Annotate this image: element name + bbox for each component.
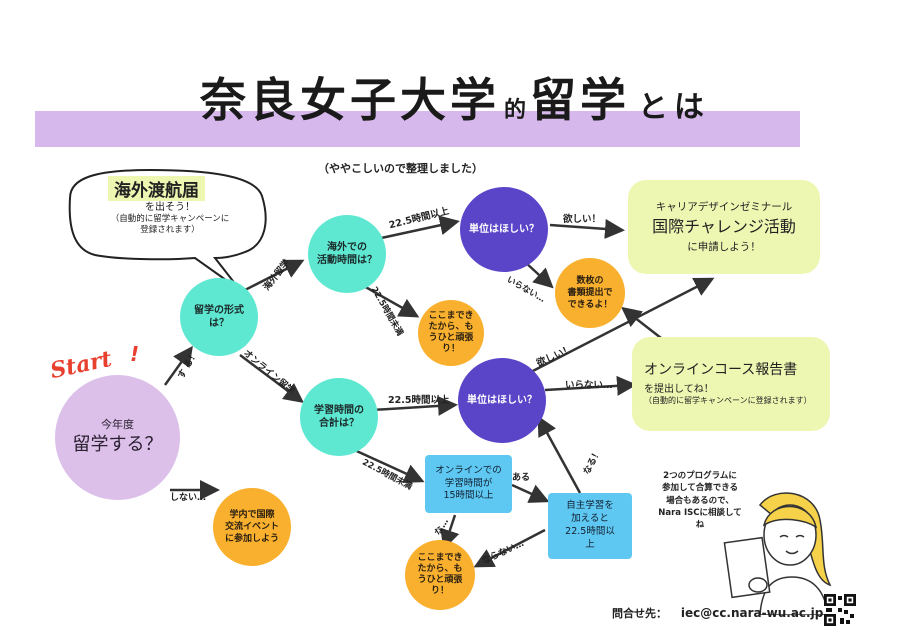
edge-over22-mid: 22.5時間以上 [388,395,450,406]
edge-want-top: 欲しい！ [563,214,602,225]
arrow-naranai [473,528,546,568]
title-small: 的 [504,98,527,123]
edge-aru: ある [512,473,531,483]
node-study-abroad: 今年度 留学する？ [55,375,180,500]
arrow-under22-mid [349,446,425,483]
qr-code-icon [824,594,856,626]
edge-no-mid: いらない… [565,380,613,391]
node-credit-top: 単位はほしい？ [460,187,548,272]
arrow-no-mid [544,375,637,396]
arrow-under22-top [361,283,420,318]
arrow-over22-top [371,215,460,242]
arrow-over22-mid [371,395,458,416]
contact-label: 問合せ先： [612,607,667,620]
title-main: 奈良女子大学 [200,73,500,127]
node-docs: 数枚の 書類提出で できるよ！ [555,258,625,328]
node-overseas-time: 海外での 活動時間は？ [308,215,386,293]
contact: 問合せ先： iec@cc.nara-wu.ac.jp [612,605,823,621]
arrow-naru [537,415,582,494]
page-title: 奈良女子大学 的 留学 とは [200,70,710,130]
arrow-want-mid [524,277,715,377]
arrow-overseas [244,259,305,292]
consult-note: 2つのプログラムに 参加して合算できる 場合もあるので、 Nara ISCに相談… [658,471,742,531]
arrow-online [239,354,304,403]
start-mark: ! [130,342,140,366]
node-study-total: 学習時間の 合計は？ [300,378,378,456]
subtitle: （ややこしいので整理しました） [318,162,483,175]
arrow-want-top [549,218,625,239]
bubble-heading: 海外渡航届 [108,176,205,201]
arrow-aru [511,483,550,503]
girl-illustration [723,492,832,615]
bubble-text: を出そう！ （自動的に留学キャンペーンに 登録されます） [110,202,230,236]
node-online-report: オンラインコース報告書 を提出してね！ （自動的に留学キャンペーンに登録されます… [632,337,830,431]
node-online-15: オンラインでの 学習時間が 15時間以上 [425,455,512,513]
node-campus-event: 学内で国際 交流イベント に参加しよう [213,488,291,566]
node-credit-mid: 単位はほしい？ [458,358,546,443]
title-suffix: とは [638,90,711,125]
node-cheer-top: ここまでき たから、も うひと頑張 り！ [418,300,484,366]
node-self-study: 自主学習を 加えると 22.5時間以 上 [548,493,632,559]
node-career: キャリアデザインゼミナール 国際チャレンジ活動 に申請しよう！ [628,180,820,274]
contact-email[interactable]: iec@cc.nara-wu.ac.jp [680,606,824,620]
node-format: 留学の形式は？ [180,278,258,356]
title-main2: 留学 [530,73,631,127]
node-cheer-bottom: ここまでき たから、も うひと頑張 り！ [405,540,475,610]
arrow-yes [163,345,193,386]
edge-no: しない… [170,493,207,503]
title-band [35,111,800,147]
arrow-no-top [524,261,554,289]
